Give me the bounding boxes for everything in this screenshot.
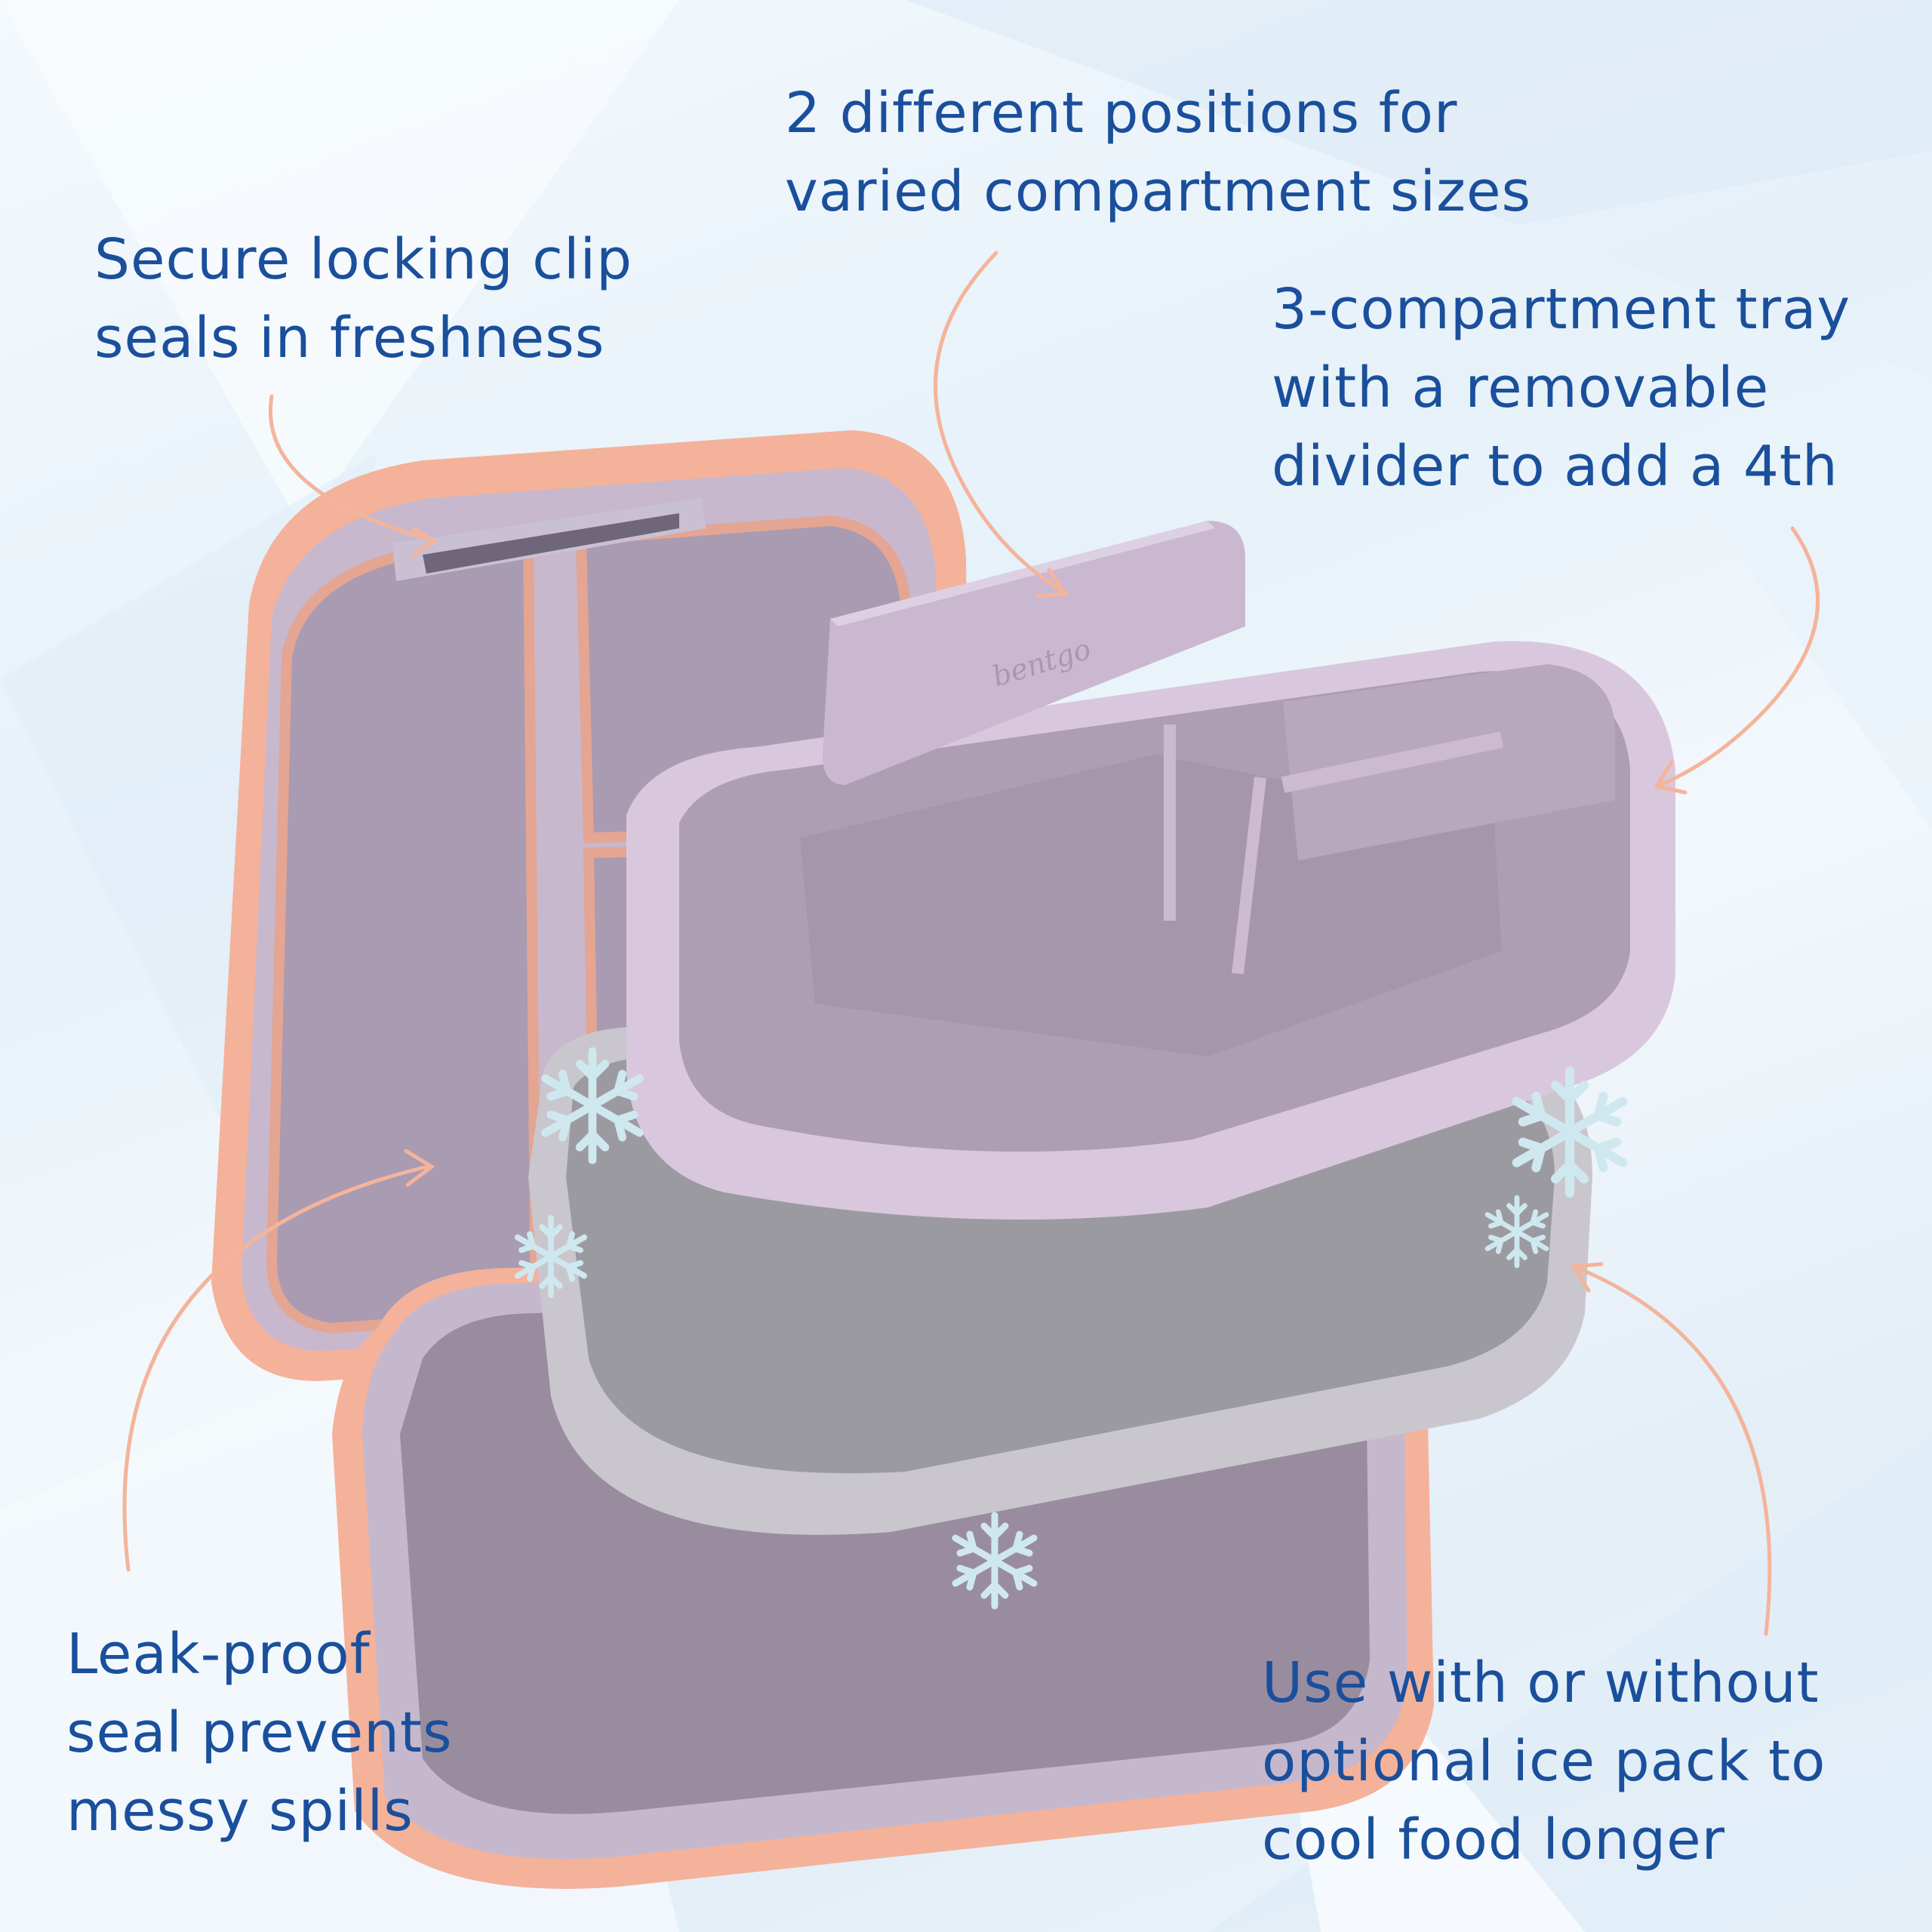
callout-positions: 2 different positions for varied compart… — [785, 74, 1531, 231]
arrow-leak-proof — [122, 1164, 432, 1572]
callout-line: Secure locking clip — [94, 227, 633, 292]
compartment-tray — [626, 521, 1675, 1220]
arrow-positions — [934, 251, 1066, 595]
callout-line: with a removable — [1272, 355, 1770, 420]
callout-leak-proof: Leak-proof seal prevents messy spills — [66, 1615, 453, 1850]
callout-line: messy spills — [66, 1779, 414, 1844]
callout-line: cool food longer — [1262, 1807, 1726, 1872]
callout-line: seal prevents — [66, 1700, 453, 1765]
callout-ice-pack: Use with or without optional ice pack to… — [1262, 1644, 1826, 1879]
callout-tray: 3-compartment tray with a removable divi… — [1272, 270, 1850, 506]
callout-line: Use with or without — [1262, 1651, 1820, 1715]
callout-line: divider to add a 4th — [1272, 434, 1838, 499]
callout-line: 3-compartment tray — [1272, 277, 1851, 342]
arrow-ice-pack — [1575, 1266, 1772, 1636]
callout-line: Leak-proof — [66, 1622, 371, 1687]
callout-line: 2 different positions for — [785, 81, 1458, 146]
callout-line: seals in freshness — [94, 306, 605, 371]
callout-line: optional ice pack to — [1262, 1729, 1826, 1794]
arrow-locking-clip — [269, 394, 432, 542]
callout-locking-clip: Secure locking clip seals in freshness — [94, 220, 632, 377]
callout-line: varied compartment sizes — [785, 159, 1532, 224]
arrow-tray — [1658, 526, 1820, 787]
